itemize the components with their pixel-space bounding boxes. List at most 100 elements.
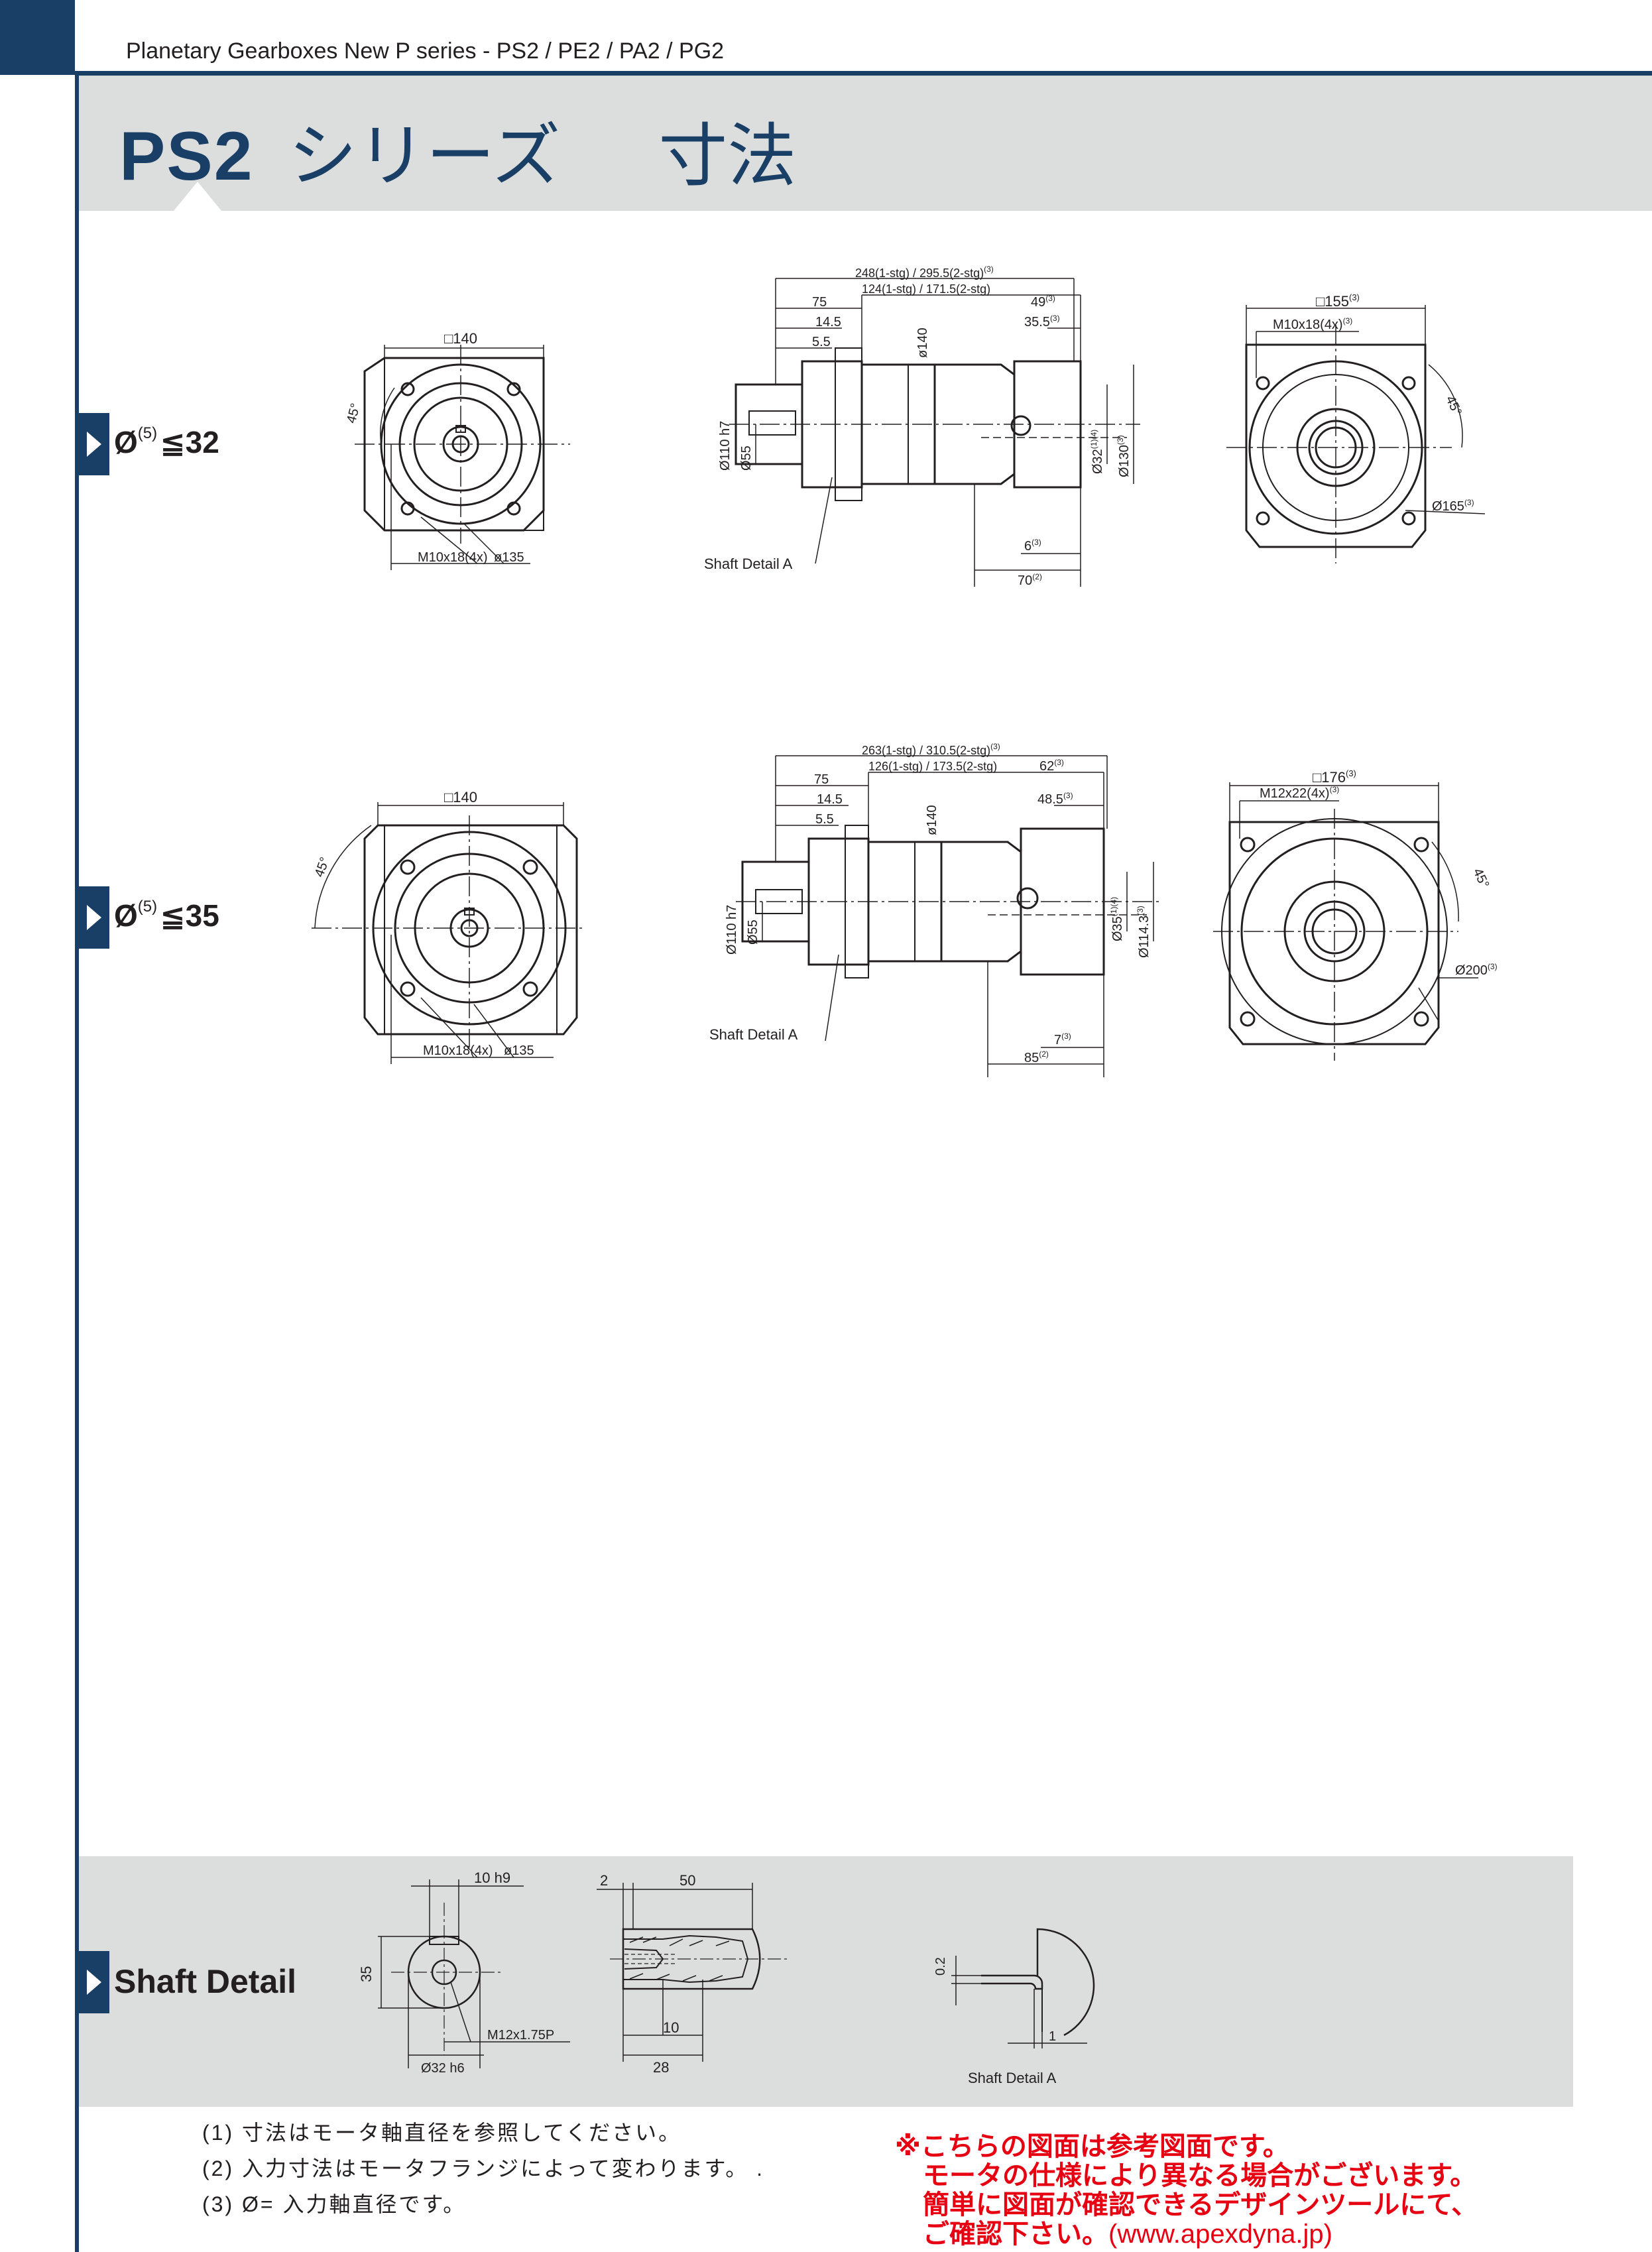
rear-view-1: □155(3) M10x18(4x)(3) 45° Ø165(3) xyxy=(1226,292,1486,563)
dim-angle: 45° xyxy=(1470,866,1492,890)
dim-2: 2 xyxy=(600,1872,608,1889)
bolt-holes xyxy=(1240,837,1429,1027)
hatch xyxy=(629,1936,730,1982)
dim-body: 124(1-stg) / 171.5(2-stg) xyxy=(862,282,990,296)
play-icon xyxy=(87,905,101,930)
dim-pcd: ø135 xyxy=(494,550,524,565)
note-3: (3) Ø= 入力軸直径です。 xyxy=(202,2192,467,2216)
side-view-2: 263(1-stg) / 310.5(2-stg)(3) 75 126(1-st… xyxy=(709,742,1160,1077)
dim-0-2: 0.2 xyxy=(933,1957,948,1976)
disclaimer-line-2: モータの仕様により異なる場合がございます。 xyxy=(923,2161,1477,2190)
dim-flange: 75 xyxy=(812,295,827,310)
disclaimer-line-1: ※こちらの図面は参考図面です。 xyxy=(895,2132,1289,2161)
dim-6: 6(3) xyxy=(1024,538,1041,554)
dim-7: 7(3) xyxy=(1054,1032,1071,1047)
front-view-1: □140 45° M10x18(4x) ø135 xyxy=(344,330,570,570)
dim-10: 10 xyxy=(663,2019,679,2036)
left-rule xyxy=(75,75,79,2252)
clamp-screw xyxy=(1016,887,1039,910)
website-link[interactable]: (www.apexdyna.jp) xyxy=(1108,2220,1332,2249)
detail-caption: Shaft Detail A xyxy=(968,2070,1057,2086)
dim-14-5: 14.5 xyxy=(815,315,841,329)
dim-70: 70(2) xyxy=(1018,572,1042,588)
size-condition: ≦32 xyxy=(160,425,219,459)
header-rule xyxy=(75,71,1652,76)
dia-symbol: Ø xyxy=(114,425,138,459)
dim-dia32: Ø32(1)(4) xyxy=(1089,430,1105,474)
detail-undercut xyxy=(981,1974,1043,1990)
dimension-lines xyxy=(742,755,1154,1077)
dim-dia35: Ø35(1)(4) xyxy=(1109,897,1125,941)
dim-dia114: Ø114.3(3) xyxy=(1136,906,1151,958)
dim-dia110: Ø110 h7 xyxy=(725,905,739,955)
dim-50: 50 xyxy=(679,1872,695,1889)
front-view-2: □140 45° M10x18(4x) ø135 xyxy=(312,789,583,1064)
disclaimer-line-3: 簡単に図面が確認できるデザインツールにて、 xyxy=(923,2190,1478,2220)
dim-pcd: ø135 xyxy=(504,1043,534,1058)
dim-angle: 45° xyxy=(312,855,333,879)
play-icon xyxy=(87,1970,101,1995)
note-ref: (5) xyxy=(137,898,158,916)
corner-block xyxy=(0,0,75,75)
title-band xyxy=(79,76,1652,211)
dim-total: 263(1-stg) / 310.5(2-stg)(3) xyxy=(862,742,1000,757)
dim-thread: M12x22(4x)(3) xyxy=(1260,785,1339,801)
flange-outline xyxy=(363,824,578,1036)
dim-adapter: 49(3) xyxy=(1031,294,1055,310)
dia-symbol: Ø xyxy=(114,898,138,933)
dim-height: 35 xyxy=(358,1966,375,1982)
dim-thread: M10x18(4x) xyxy=(418,550,488,565)
dim-square: □140 xyxy=(444,789,477,805)
detail-arc xyxy=(1036,1928,1095,2037)
dim-1: 1 xyxy=(1049,2029,1056,2044)
dim-thread: M12x1.75P xyxy=(487,2028,554,2043)
dim-dia55: Ø55 xyxy=(746,919,760,945)
size-label-1: Ø(5)≦32 xyxy=(114,424,219,460)
shaft-detail-ref: Shaft Detail A xyxy=(709,1026,798,1043)
shaft-profile xyxy=(622,1928,761,1990)
title-notch xyxy=(174,182,221,211)
section-marker-2 xyxy=(79,886,109,949)
dim-adapter: 62(3) xyxy=(1039,758,1064,774)
dim-28: 28 xyxy=(653,2059,669,2076)
dim-dia55: Ø55 xyxy=(739,445,754,471)
bolt-holes xyxy=(400,859,538,997)
dim-angle: 45° xyxy=(344,402,363,425)
side-view-1: 248(1-stg) / 295.5(2-stg)(3) 75 124(1-st… xyxy=(704,265,1140,588)
shaft-end-view: 10 h9 35 M12x1.75P Ø32 h6 xyxy=(358,1869,570,2076)
clamp-screw xyxy=(1010,415,1032,436)
dim-35-5: 35.5(3) xyxy=(1024,314,1060,329)
dim-square: □140 xyxy=(444,330,477,347)
note-1: (1) 寸法はモータ軸直径を参照してください。 xyxy=(202,2121,682,2145)
shaft-side-view: 2 50 10 28 xyxy=(597,1872,789,2076)
model-name: PS2 xyxy=(119,118,254,195)
shaft-detail-ref: Shaft Detail A xyxy=(704,556,793,572)
dim-flange: 75 xyxy=(814,772,829,787)
shaft-detail-a: 0.2 1 Shaft Detail A xyxy=(933,1928,1095,2086)
dim-5-5: 5.5 xyxy=(815,812,834,827)
dim-dia: Ø32 h6 xyxy=(421,2061,465,2076)
dim-thread: M10x18(4x) xyxy=(423,1043,493,1058)
dim-total: 248(1-stg) / 295.5(2-stg)(3) xyxy=(855,265,994,280)
dim-pcd: Ø165(3) xyxy=(1432,498,1474,514)
key-slot xyxy=(748,410,796,436)
shaft-detail-band xyxy=(79,1856,1573,2107)
disclaimer-line-4: ご確認下さい。(www.apexdyna.jp) xyxy=(923,2220,1332,2249)
note-2: (2) 入力寸法はモータフランジによって変わります。 . xyxy=(202,2157,765,2180)
dim-pcd: Ø200(3) xyxy=(1455,962,1498,978)
bolt-holes xyxy=(400,382,521,516)
size-label-2: Ø(5)≦35 xyxy=(114,898,219,933)
section-marker-1 xyxy=(79,413,109,475)
adapter-outline xyxy=(1228,821,1440,1045)
dim-dia140: ø140 xyxy=(925,805,939,835)
title-series: シリーズ xyxy=(288,118,561,195)
shaft-detail-marker xyxy=(79,1951,109,2013)
bolt-holes xyxy=(1256,376,1416,526)
dim-48-5: 48.5(3) xyxy=(1037,791,1073,807)
dim-14-5: 14.5 xyxy=(817,792,843,807)
dim-angle: 45° xyxy=(1443,394,1464,418)
dimension-lines xyxy=(735,278,1134,587)
series-title: Planetary Gearboxes New P series - PS2 /… xyxy=(126,38,725,64)
motor-adapter xyxy=(1020,827,1105,976)
